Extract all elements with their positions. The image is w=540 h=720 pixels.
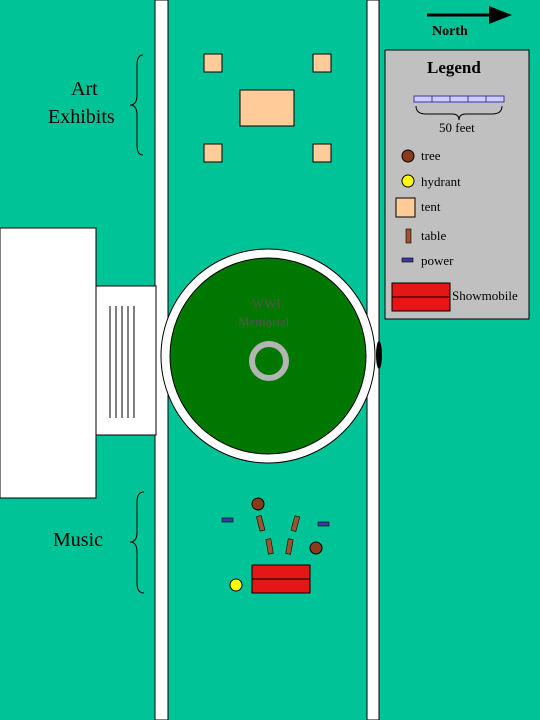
building	[0, 227, 97, 499]
memorial-lawn	[169, 257, 367, 455]
legend-label-table: table	[421, 228, 447, 243]
legend-label-tent: tent	[421, 199, 441, 214]
power-icon	[401, 257, 414, 263]
road-marker	[376, 341, 382, 369]
table	[285, 538, 294, 555]
table	[265, 538, 274, 555]
hydrant	[229, 578, 243, 592]
north-label: North	[432, 24, 468, 39]
music-brace	[129, 491, 145, 594]
power	[221, 517, 234, 523]
showmobile-icon	[391, 282, 451, 298]
north-arrow-icon	[427, 6, 512, 24]
table	[255, 515, 266, 532]
showmobile-icon-lower	[391, 296, 451, 312]
music-label: Music	[53, 529, 103, 551]
art-tents	[203, 53, 332, 163]
building-stairs	[109, 306, 135, 418]
scale-label: 50 feet	[439, 120, 475, 135]
memorial-label-line2: Memorial	[238, 314, 290, 329]
tent	[203, 53, 223, 73]
art-brace	[129, 54, 144, 156]
tent	[203, 143, 223, 163]
art-label-line1: Art	[71, 78, 98, 100]
legend-label-tree: tree	[421, 148, 441, 163]
power	[317, 521, 330, 527]
hydrant-icon	[401, 174, 415, 188]
tree	[309, 541, 323, 555]
tree	[251, 497, 265, 511]
tent	[312, 143, 332, 163]
legend-label-showmobile: Showmobile	[452, 288, 518, 303]
tent-large	[239, 89, 295, 127]
art-label-line2: Exhibits	[48, 106, 115, 128]
table-icon	[405, 228, 412, 244]
showmobile	[251, 564, 311, 580]
building-steps	[95, 285, 157, 436]
table	[290, 515, 301, 532]
tent-icon	[395, 197, 416, 218]
legend-title: Legend	[427, 58, 481, 77]
memorial-fountain	[249, 341, 289, 381]
showmobile	[251, 578, 311, 594]
memorial-label-line1: WWI	[252, 296, 281, 311]
legend-label-power: power	[421, 253, 454, 268]
music-area	[221, 497, 330, 594]
scale-bar	[413, 95, 505, 121]
legend-label-hydrant: hydrant	[421, 174, 461, 189]
tree-icon	[401, 149, 415, 163]
tent	[312, 53, 332, 73]
